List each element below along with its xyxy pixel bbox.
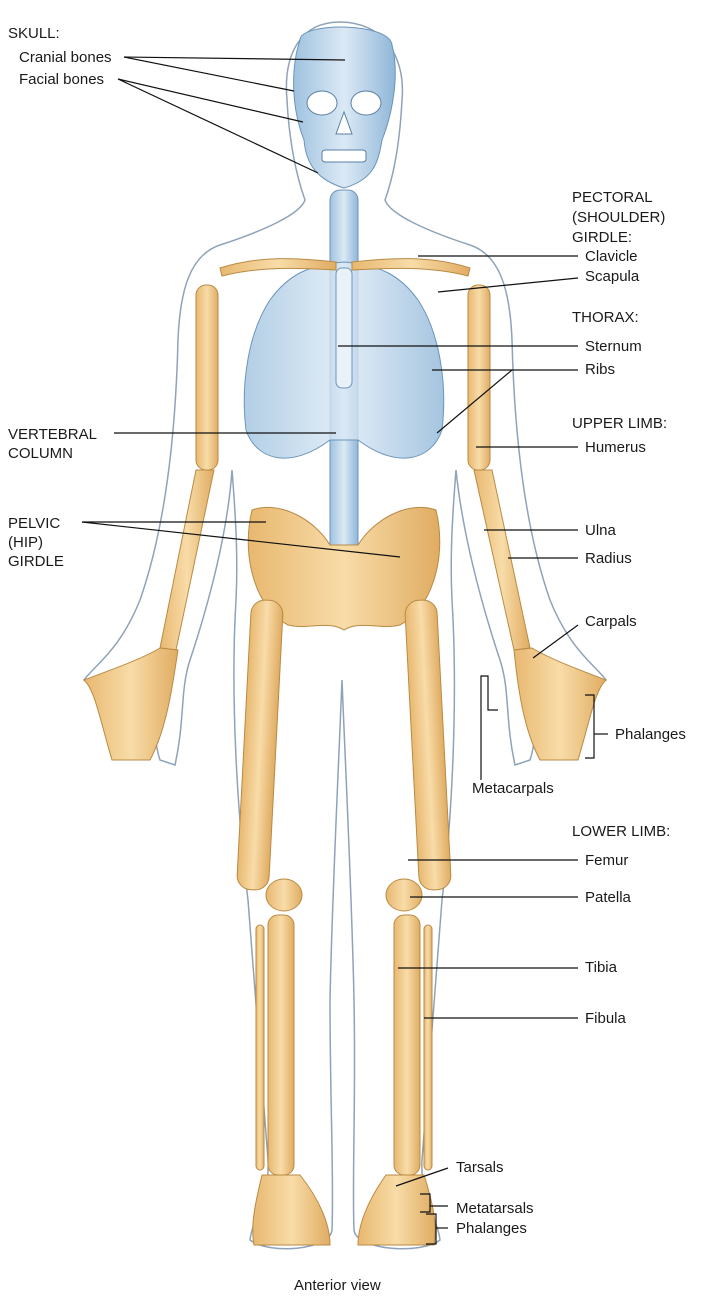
bracket-metatarsals	[420, 1193, 431, 1213]
label-phalanges-hand: Phalanges	[615, 726, 686, 743]
right-femur	[404, 599, 452, 891]
left-patella	[265, 878, 303, 912]
label-metatarsals: Metatarsals	[456, 1200, 534, 1217]
teeth	[321, 149, 367, 163]
right-patella	[385, 878, 423, 912]
label-tibia: Tibia	[585, 959, 617, 976]
heading-pectoral-line2: (SHOULDER)	[572, 209, 666, 226]
label-tarsals: Tarsals	[456, 1159, 504, 1176]
leader-scapula	[437, 277, 579, 293]
label-clavicle: Clavicle	[585, 248, 638, 265]
label-femur: Femur	[585, 852, 629, 869]
label-fibula: Fibula	[585, 1010, 626, 1027]
leader-cranial-b	[123, 56, 295, 92]
label-humerus: Humerus	[585, 439, 646, 456]
right-fibula	[423, 924, 433, 1171]
skull	[293, 26, 396, 189]
left-tibia	[267, 914, 295, 1176]
heading-upper-limb: UPPER LIMB:	[572, 415, 668, 432]
left-eye-orbit	[306, 90, 338, 116]
bracket-metacarpals	[480, 675, 498, 780]
heading-pelvic-line2: (HIP)	[8, 534, 43, 551]
label-cranial-bones: Cranial bones	[19, 49, 112, 66]
leader-carpals	[532, 624, 579, 659]
right-eye-orbit	[350, 90, 382, 116]
left-fibula	[255, 924, 265, 1171]
right-forearm	[473, 469, 531, 651]
right-humerus	[467, 284, 491, 471]
left-femur	[236, 599, 284, 891]
right-hand	[513, 647, 607, 761]
label-facial-bones: Facial bones	[19, 71, 105, 88]
caption-anterior-view: Anterior view	[294, 1277, 381, 1294]
right-clavicle	[351, 258, 471, 277]
heading-lower-limb: LOWER LIMB:	[572, 823, 671, 840]
heading-pectoral-line1: PECTORAL	[572, 189, 653, 206]
heading-pelvic-line1: PELVIC	[8, 515, 61, 532]
label-scapula: Scapula	[585, 268, 640, 285]
label-ulna: Ulna	[585, 522, 616, 539]
appendicular-skeleton	[83, 258, 607, 1246]
left-forearm	[159, 469, 215, 651]
axial-skeleton	[243, 26, 445, 606]
label-ribs: Ribs	[585, 361, 616, 378]
heading-vertebral-line2: COLUMN	[8, 445, 74, 462]
right-tibia	[393, 914, 421, 1176]
leader-pelvic-b	[81, 521, 401, 558]
left-clavicle	[219, 258, 337, 277]
label-patella: Patella	[585, 889, 631, 906]
heading-skull: SKULL:	[8, 25, 60, 42]
nasal-cavity	[335, 110, 353, 135]
label-sternum: Sternum	[585, 338, 642, 355]
sternum	[335, 267, 353, 389]
heading-vertebral-line1: VERTEBRAL	[8, 426, 97, 443]
right-foot	[357, 1174, 436, 1246]
leader-lines	[81, 56, 608, 1245]
leader-tarsals	[395, 1167, 449, 1187]
heading-pelvic-line3: GIRDLE	[8, 553, 64, 570]
label-carpals: Carpals	[585, 613, 637, 630]
left-hand	[83, 647, 179, 761]
bracket-phalanges-hand	[585, 694, 595, 759]
heading-pectoral-line3: GIRDLE:	[572, 229, 633, 246]
leader-facial-a	[117, 78, 304, 123]
leader-facial-b	[117, 78, 319, 174]
bracket-phalanges-foot	[426, 1213, 437, 1245]
label-metacarpals: Metacarpals	[472, 780, 554, 797]
label-phalanges-foot: Phalanges	[456, 1220, 527, 1237]
leader-ribs-b	[436, 369, 513, 434]
heading-thorax: THORAX:	[572, 309, 639, 326]
leader-cranial-a	[123, 56, 346, 61]
label-radius: Radius	[585, 550, 632, 567]
left-foot	[252, 1174, 331, 1246]
left-humerus	[195, 284, 219, 471]
